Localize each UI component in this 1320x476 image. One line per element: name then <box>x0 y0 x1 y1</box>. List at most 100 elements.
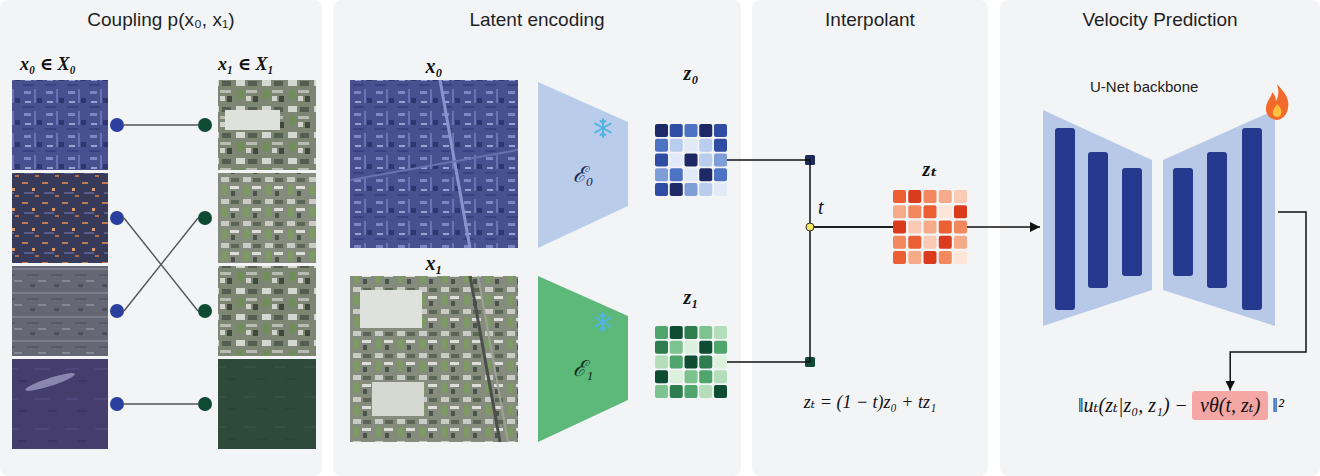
latent-grid <box>670 341 683 354</box>
latent-grid <box>655 370 668 383</box>
coupling-link <box>124 218 198 311</box>
flame-icon <box>1266 84 1288 120</box>
coupling-dot <box>198 211 212 225</box>
latent-grid <box>954 251 967 264</box>
latent-grid <box>908 251 921 264</box>
connector <box>967 226 1040 228</box>
satellite-image <box>24 370 76 394</box>
latent-grid <box>699 356 712 369</box>
prediction-highlight: vθ(t, zₜ) <box>1192 391 1268 420</box>
latent-grid <box>655 124 967 398</box>
latent-grid <box>685 124 698 137</box>
latent-grid <box>670 183 683 196</box>
unet-block: U-Net backbone <box>1040 78 1278 328</box>
coupling-dot <box>198 118 212 132</box>
node-label: ‖² <box>1272 394 1284 417</box>
panel-ground <box>752 0 988 476</box>
node-label: x₁ <box>426 252 443 275</box>
panel-title: Latent encoding <box>469 9 604 31</box>
latent-grid <box>655 326 668 339</box>
time-label: t <box>818 196 824 219</box>
latent-grid <box>699 385 712 398</box>
satellite-image <box>350 150 518 180</box>
latent-grid <box>670 168 683 181</box>
latent-grid <box>655 385 668 398</box>
latent-grid <box>655 124 668 137</box>
panel-ground <box>1000 0 1320 476</box>
latent-grid <box>655 341 668 354</box>
satellite-image <box>360 290 422 328</box>
encoder-shape <box>538 82 628 442</box>
latent-grid <box>670 326 683 339</box>
latent-grid <box>924 190 937 203</box>
latent-grid <box>685 183 698 196</box>
unet-shape <box>1055 128 1075 310</box>
node-label: x₀ <box>426 55 443 78</box>
latent-grid <box>670 356 683 369</box>
connector <box>727 160 893 227</box>
latent-grid <box>939 205 952 218</box>
latent-grid: zₜ <box>893 158 967 264</box>
latent-grid <box>714 139 727 152</box>
satellite-image <box>218 359 316 449</box>
latent-grid <box>908 205 921 218</box>
latent-grid <box>954 236 967 249</box>
domain-label: x₀ ∈ X₀ <box>20 54 76 75</box>
encoder-block: ℰ₁ <box>538 276 628 442</box>
flame-icon <box>1273 104 1282 117</box>
latent-grid <box>655 356 668 369</box>
latent-grid <box>954 205 967 218</box>
satellite-image <box>218 266 316 356</box>
unet-shape <box>1043 110 1152 326</box>
loss-formula: ‖uₜ(zₜ|z₀, z₁) −‖²vθ(t, zₜ) <box>1044 383 1318 427</box>
node-label: vθ(t, zₜ) <box>1200 394 1260 417</box>
satellite-image <box>225 110 280 130</box>
latent-grid <box>939 190 952 203</box>
latent-grid <box>893 205 906 218</box>
domain-label: x₁ ∈ X₁ <box>218 54 274 75</box>
latent-grid <box>714 370 727 383</box>
latent-grid <box>685 139 698 152</box>
latent-grid <box>893 251 906 264</box>
latent-grid <box>714 326 727 339</box>
coupling-link <box>124 218 198 311</box>
latent-grid <box>908 236 921 249</box>
image-tile: x₀ <box>350 55 518 248</box>
image-tile: x₁ <box>350 252 518 442</box>
latent-grid <box>699 168 712 181</box>
encoder-shape <box>595 313 611 331</box>
unet-shape <box>1173 168 1193 276</box>
satellite-image <box>12 266 108 356</box>
latent-grid <box>655 154 668 167</box>
coupling-link <box>124 124 198 125</box>
latent-grid <box>670 139 683 152</box>
node-label: z₁ <box>684 286 699 309</box>
latent-grid <box>685 385 698 398</box>
coupling-link <box>124 403 198 404</box>
latent-grid <box>954 190 967 203</box>
satellite-image <box>372 382 424 416</box>
panel-title: Velocity Prediction <box>1082 9 1237 31</box>
latent-grid <box>685 326 698 339</box>
unet-shape <box>1122 168 1142 276</box>
node-label: z₀ <box>684 62 699 85</box>
latent-grid <box>670 385 683 398</box>
coupling-dot <box>110 118 124 132</box>
satellite-image <box>12 173 108 263</box>
satellite-image <box>478 276 508 442</box>
latent-grid <box>924 236 937 249</box>
latent-grid <box>939 236 952 249</box>
encoder-shape <box>538 276 628 442</box>
coupling-dot <box>198 304 212 318</box>
latent-grid <box>924 205 937 218</box>
satellite-image <box>350 80 518 248</box>
satellite-image <box>12 359 108 449</box>
latent-grid <box>924 221 937 234</box>
coupling-dot <box>110 397 124 411</box>
satellite-image <box>12 80 518 449</box>
unet-shape <box>1088 152 1108 288</box>
satellite-image <box>470 276 500 442</box>
panel-box: Latent encodingx₀ℰ₀z₀x₁ℰ₁z₁ <box>333 0 741 476</box>
